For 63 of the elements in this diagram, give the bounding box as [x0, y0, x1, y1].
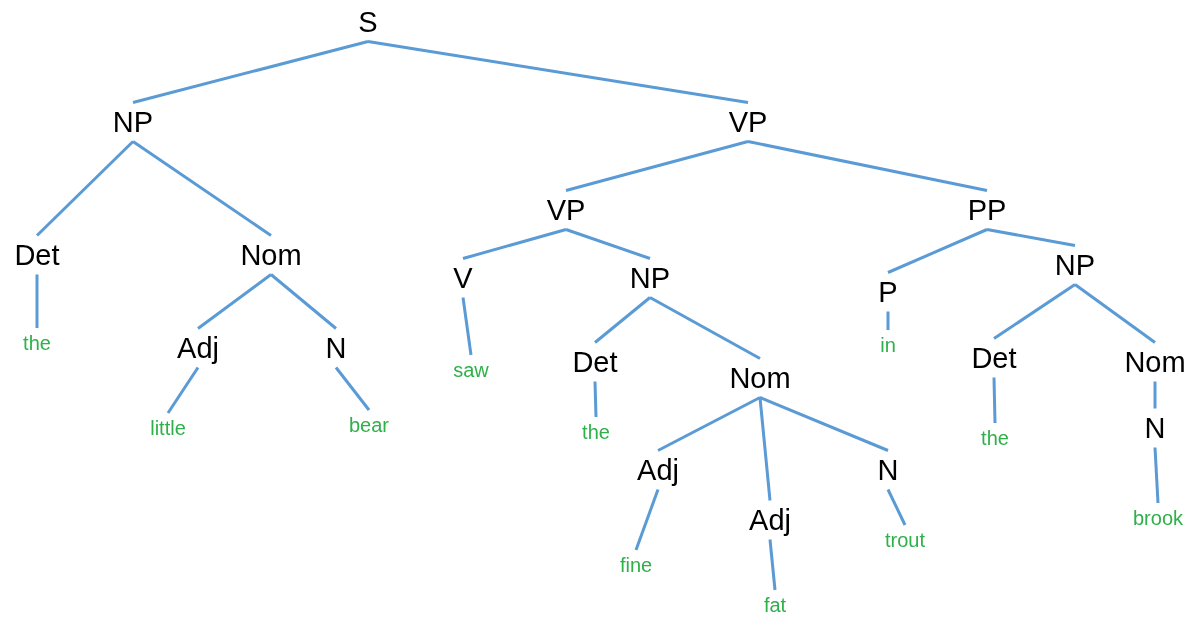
category-label: VP	[725, 105, 771, 139]
tree-branch	[166, 366, 200, 414]
tree-branch	[649, 296, 761, 360]
word-label: little	[147, 416, 189, 440]
category-label: N	[322, 331, 350, 365]
tree-branch	[634, 489, 660, 551]
word-label: the	[20, 331, 54, 355]
word-label: saw	[450, 358, 492, 382]
category-label: NP	[626, 261, 674, 295]
category-label: PP	[964, 193, 1010, 227]
tree-branch	[747, 140, 988, 192]
tree-branch	[886, 311, 890, 330]
category-label: Adj	[634, 453, 682, 487]
tree-branch	[993, 283, 1076, 340]
tree-branch	[1153, 447, 1160, 504]
category-label: Det	[569, 345, 621, 379]
tree-branch	[461, 297, 473, 356]
tree-branch	[367, 40, 749, 104]
category-label: Nom	[1121, 345, 1189, 379]
category-label: VP	[543, 193, 589, 227]
word-label: brook	[1130, 506, 1186, 530]
tree-branch	[334, 366, 371, 411]
tree-branch	[35, 274, 39, 328]
category-label: N	[1141, 411, 1169, 445]
tree-branch	[197, 273, 272, 330]
word-label: fat	[760, 593, 790, 617]
tree-branch	[992, 377, 997, 424]
tree-branch	[594, 296, 651, 344]
tree-branch	[887, 228, 988, 274]
category-label: Adj	[174, 331, 222, 365]
tree-branch	[759, 396, 889, 452]
category-label: Det	[968, 341, 1020, 375]
word-label: fine	[616, 553, 656, 577]
tree-branch	[768, 539, 777, 591]
category-label: Adj	[746, 503, 794, 537]
tree-branch	[270, 273, 337, 330]
tree-branch	[132, 140, 272, 237]
word-label: in	[877, 333, 899, 357]
tree-branch	[657, 396, 761, 452]
category-label: Det	[11, 238, 63, 272]
word-label: trout	[882, 528, 928, 552]
tree-branch	[462, 228, 567, 260]
tree-branch	[758, 397, 772, 501]
word-label: the	[978, 426, 1012, 450]
word-label: the	[579, 420, 613, 444]
category-label: P	[875, 275, 901, 309]
tree-branch	[886, 488, 907, 526]
category-label: Nom	[726, 361, 794, 395]
category-label: N	[874, 453, 902, 487]
word-label: bear	[346, 413, 392, 437]
category-label: V	[450, 261, 476, 295]
tree-branch	[132, 40, 369, 104]
tree-branch	[593, 381, 598, 418]
tree-branch	[565, 228, 651, 260]
tree-branch	[35, 140, 135, 237]
category-label: NP	[109, 105, 157, 139]
tree-branch	[1074, 283, 1156, 344]
tree-branch	[565, 140, 749, 192]
category-label: NP	[1051, 248, 1099, 282]
category-label: S	[355, 5, 381, 39]
tree-branch	[1153, 381, 1157, 409]
category-label: Nom	[237, 238, 305, 272]
tree-branch	[986, 228, 1076, 247]
